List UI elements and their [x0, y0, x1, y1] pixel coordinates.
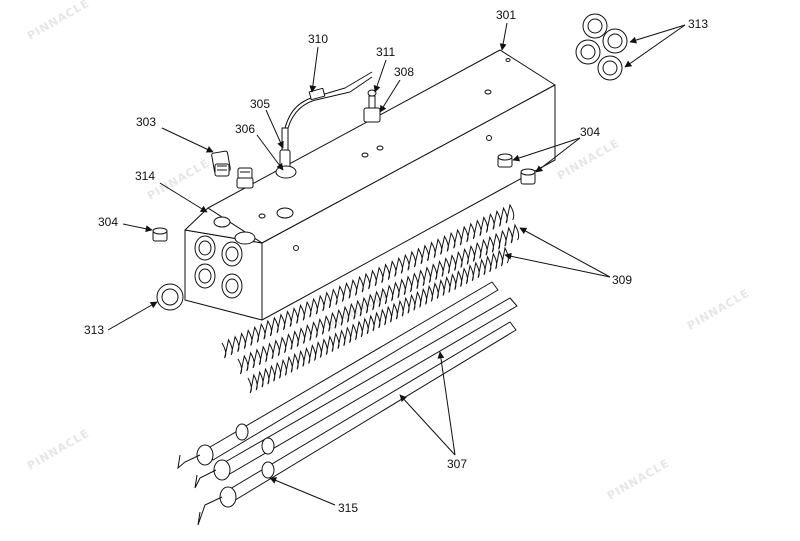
- plug-304: [152, 153, 536, 242]
- watermark-text: PINNACLE: [25, 426, 92, 472]
- callout-313: 313: [84, 323, 104, 337]
- callout-309: 309: [612, 273, 632, 287]
- callout-310: 310: [308, 32, 328, 46]
- springs-309: [221, 203, 520, 394]
- callout-305: 305: [250, 97, 270, 111]
- fitting-303: [211, 150, 254, 189]
- heater-rods-307: [177, 281, 518, 526]
- watermark-text: PINNACLE: [25, 0, 92, 43]
- callout-303: 303: [136, 115, 156, 129]
- leader-lines: [107, 22, 686, 506]
- spring-coil: [247, 246, 509, 394]
- callout-labels: 301 310 311 308 305 306 303 314 304 304 …: [84, 8, 708, 515]
- watermark-text: PINNACLE: [685, 286, 752, 332]
- plug-313: [156, 13, 628, 311]
- manifold-block: [184, 49, 556, 321]
- callout-306: 306: [235, 122, 255, 136]
- callout-304: 304: [98, 215, 118, 229]
- sensor-assembly: [275, 71, 373, 179]
- spring-coil: [237, 223, 520, 375]
- callout-313: 313: [688, 17, 708, 31]
- spring-coil: [221, 203, 515, 359]
- callout-314: 314: [135, 169, 155, 183]
- callout-307: 307: [447, 457, 467, 471]
- callout-304: 304: [580, 125, 600, 139]
- callout-308: 308: [394, 65, 414, 79]
- callout-315: 315: [338, 501, 358, 515]
- watermark-text: PINNACLE: [605, 456, 672, 502]
- callout-311: 311: [376, 45, 395, 59]
- valve-308: [363, 89, 381, 123]
- callout-301: 301: [496, 8, 516, 22]
